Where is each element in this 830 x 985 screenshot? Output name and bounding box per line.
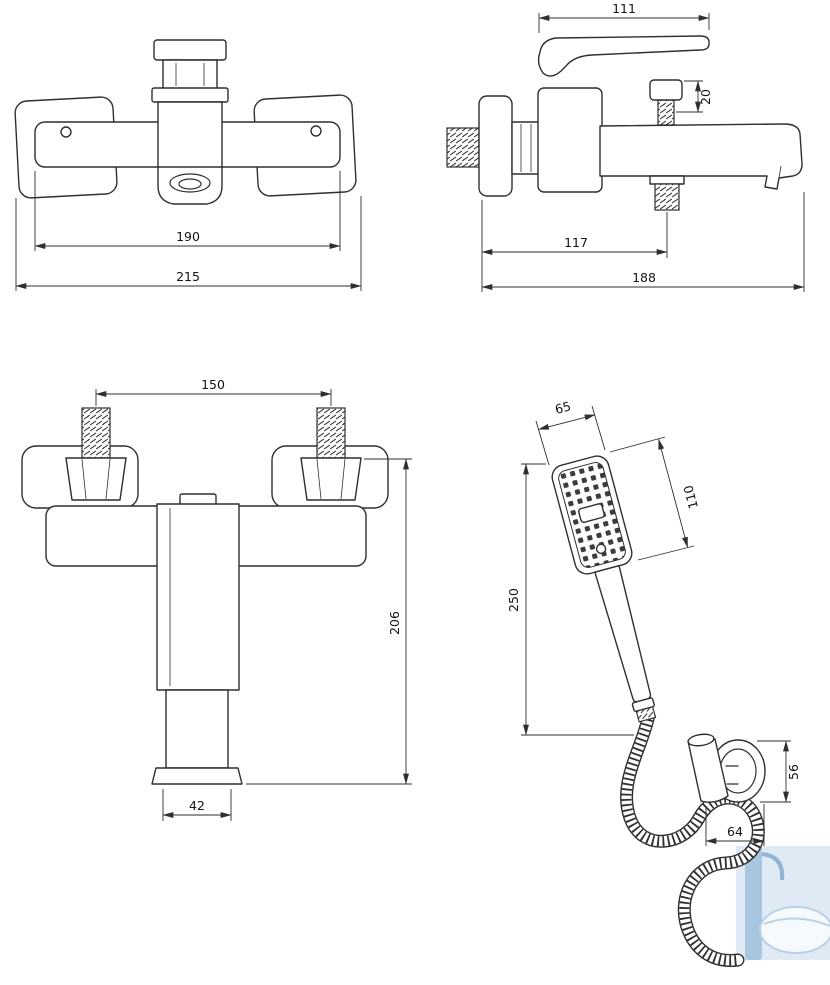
view-faucet-front: 190 215 <box>14 39 362 291</box>
mode-button <box>578 503 605 523</box>
view-faucet-front-connectors: 150 206 42 <box>21 377 412 821</box>
spout-bottom <box>157 166 223 205</box>
dim-label-20: 20 <box>698 89 713 105</box>
diverter-stem <box>657 99 675 126</box>
right-screw <box>310 125 322 137</box>
lever-handle <box>537 35 710 77</box>
right-threaded-inlet <box>316 407 346 459</box>
dimension-56: 56 <box>757 740 801 803</box>
handle-flange <box>151 87 229 103</box>
dim-label-42: 42 <box>189 798 205 813</box>
left-threaded-inlet <box>81 407 111 459</box>
dim-label-56: 56 <box>786 764 801 780</box>
dim-label-111: 111 <box>612 1 636 16</box>
shower-outlet-flange <box>649 175 685 185</box>
dim-label-117: 117 <box>564 235 588 250</box>
dimension-150: 150 <box>95 377 332 406</box>
cartridge-housing <box>157 101 223 169</box>
dim-label-65: 65 <box>553 398 572 417</box>
diverter-knob <box>649 79 683 101</box>
watermark: vannu pasaule <box>736 846 830 984</box>
center-nozzle <box>595 543 607 555</box>
dimension-117: 117 <box>481 200 668 292</box>
hose-connector <box>635 706 657 723</box>
spout <box>599 123 803 190</box>
watermark-bathtub-icon <box>736 846 830 960</box>
threaded-inlet <box>446 127 480 168</box>
mixer-body <box>537 87 603 193</box>
right-nut <box>300 457 362 501</box>
left-nut <box>65 457 127 501</box>
dim-label-188: 188 <box>632 270 656 285</box>
dim-label-150: 150 <box>201 377 225 392</box>
dimension-206: 206 <box>246 458 412 785</box>
dimension-65: 65 <box>535 398 606 466</box>
spout-column <box>165 689 229 769</box>
dimension-188: 188 <box>481 192 805 292</box>
dimension-215: 215 <box>15 196 362 291</box>
dim-label-250: 250 <box>506 588 521 612</box>
aerator <box>178 178 202 190</box>
handle-neck <box>162 59 218 90</box>
view-faucet-side: 111 20 117 188 <box>446 1 805 292</box>
shower-handle <box>594 565 652 703</box>
spout-lip <box>151 767 243 785</box>
dim-label-190: 190 <box>176 229 200 244</box>
connection-nut <box>511 121 541 175</box>
dimension-64: 64 <box>705 804 765 846</box>
center-column <box>156 503 240 691</box>
dimension-250: 250 <box>506 463 634 736</box>
shower-head-group <box>551 455 657 723</box>
wall-holder <box>687 733 766 803</box>
faucet-front-connectors-drawing <box>21 407 389 785</box>
dimension-111: 111 <box>538 1 710 33</box>
dim-label-206: 206 <box>387 611 402 635</box>
dimension-190: 190 <box>34 171 341 251</box>
dim-label-215: 215 <box>176 269 200 284</box>
dim-label-64: 64 <box>727 824 743 839</box>
dimension-20: 20 <box>676 80 713 113</box>
wall-escutcheon <box>478 95 513 197</box>
shower-outlet-thread <box>654 183 680 211</box>
faucet-side-drawing <box>446 35 803 211</box>
handle-cap <box>153 39 227 61</box>
left-screw <box>60 126 72 138</box>
aerator-ring <box>169 173 211 193</box>
dim-label-110: 110 <box>680 484 701 511</box>
dimension-110: 110 <box>609 436 701 561</box>
view-hand-shower: 65 110 250 56 64 <box>506 398 801 980</box>
dimension-42: 42 <box>162 789 232 821</box>
faucet-front-drawing <box>14 39 357 205</box>
holder-cup-rim <box>687 733 715 747</box>
